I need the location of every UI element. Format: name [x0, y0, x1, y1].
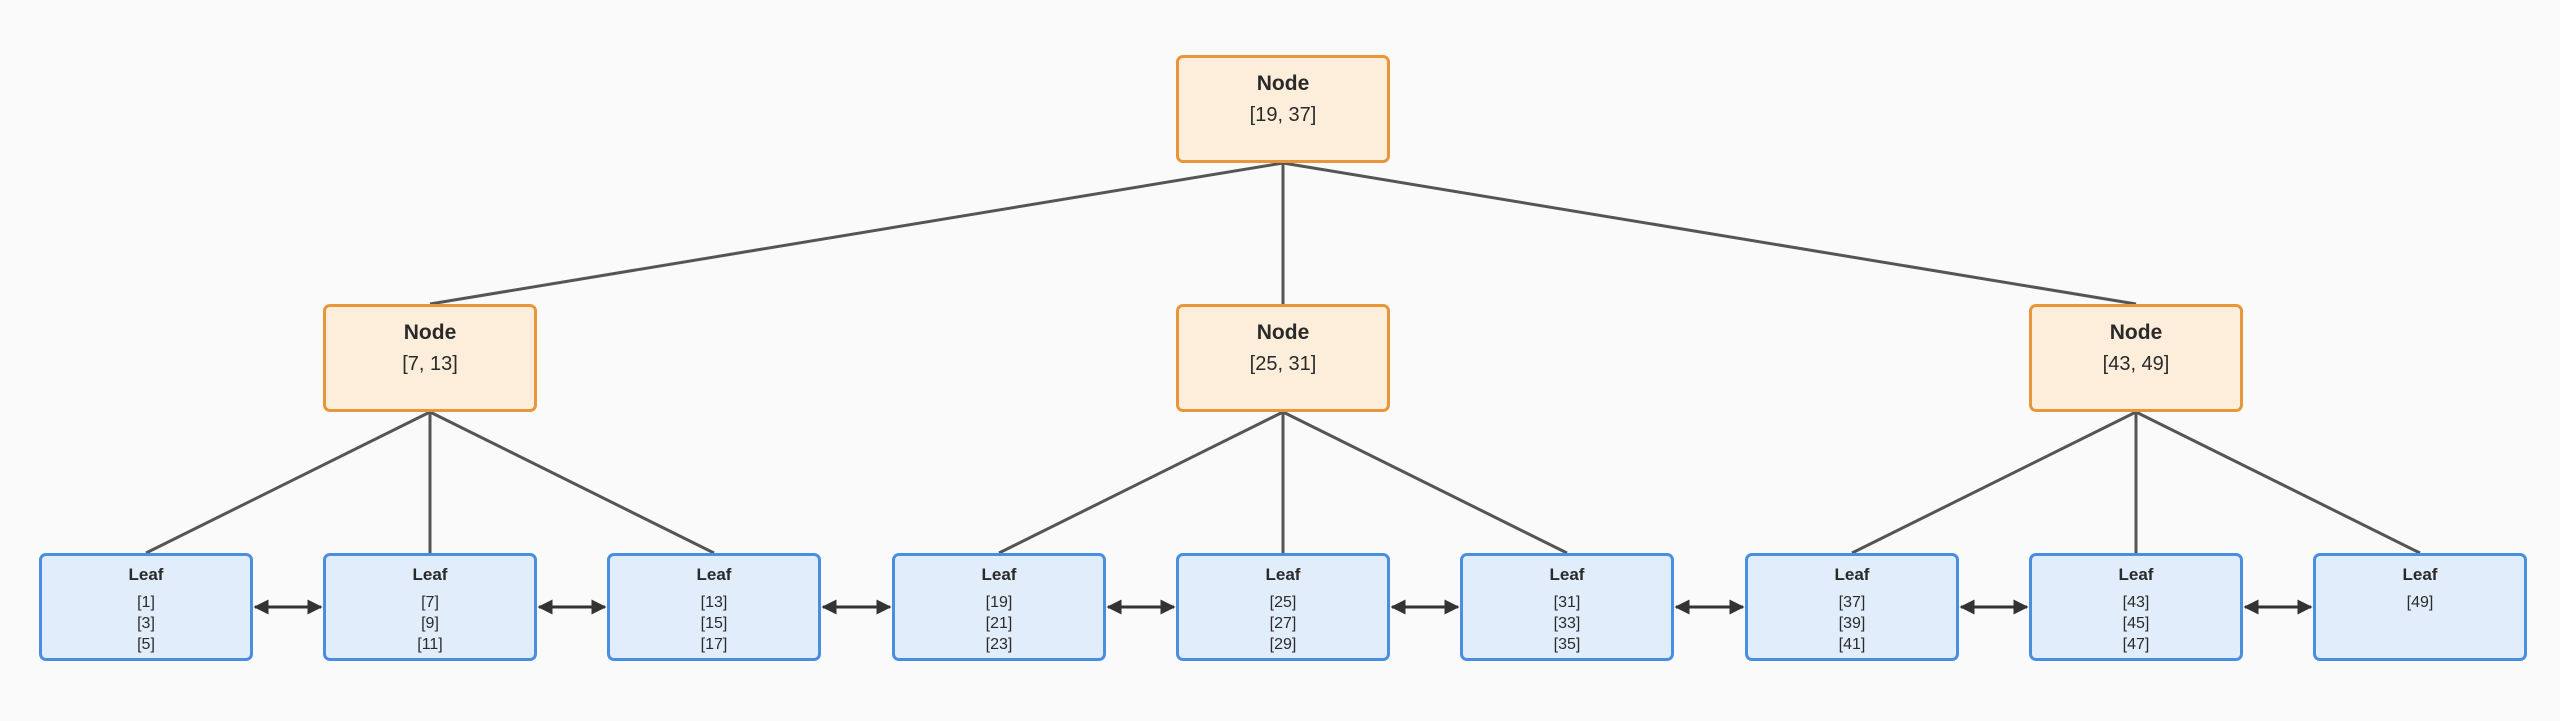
leaf-node-8: Leaf [43] [45] [47] [2029, 553, 2243, 661]
leaf-keys: [43] [45] [47] [2032, 592, 2240, 655]
leaf-key: [43] [2122, 594, 2150, 611]
leaf-key: [39] [1838, 615, 1866, 632]
internal-node-keys: [43, 49] [2102, 353, 2170, 375]
leaf-title: Leaf [2402, 565, 2438, 584]
leaf-keys: [13] [15] [17] [610, 592, 818, 655]
leaf-keys: [7] [9] [11] [326, 592, 534, 655]
leaf-key: [25] [1269, 594, 1297, 611]
leaf-node-2: Leaf [7] [9] [11] [323, 553, 537, 661]
leaf-title: Leaf [981, 565, 1017, 584]
internal-to-leaf-edge [998, 410, 1284, 555]
internal-node-3: Node [43, 49] [2029, 304, 2243, 412]
leaf-key: [1] [137, 594, 155, 611]
internal-to-leaf-edge [1282, 410, 1568, 555]
leaf-key: [3] [137, 615, 155, 632]
leaf-title: Leaf [1265, 565, 1301, 584]
root-node: Node [19, 37] [1176, 55, 1390, 163]
internal-node-title: Node [2109, 321, 2163, 344]
leaf-key: [49] [2406, 594, 2434, 611]
internal-to-leaf-edge [145, 410, 431, 555]
leaf-node-9: Leaf [49] [2313, 553, 2527, 661]
internal-to-leaf-edge [1851, 410, 2137, 555]
leaf-key: [13] [700, 594, 728, 611]
leaf-node-3: Leaf [13] [15] [17] [607, 553, 821, 661]
leaf-key: [31] [1553, 594, 1581, 611]
leaf-title: Leaf [1834, 565, 1870, 584]
root-to-internal-edge [429, 161, 1284, 306]
root-node-title: Node [1256, 72, 1310, 95]
leaf-keys: [25] [27] [29] [1179, 592, 1387, 655]
root-node-keys: [19, 37] [1249, 104, 1317, 126]
leaf-key: [41] [1838, 636, 1866, 653]
leaf-key: [47] [2122, 636, 2150, 653]
leaf-node-7: Leaf [37] [39] [41] [1745, 553, 1959, 661]
leaf-key: [35] [1553, 636, 1581, 653]
leaf-keys: [1] [3] [5] [42, 592, 250, 655]
leaf-title: Leaf [2118, 565, 2154, 584]
leaf-key: [15] [700, 615, 728, 632]
internal-node-keys: [7, 13] [402, 353, 458, 375]
leaf-key: [29] [1269, 636, 1297, 653]
leaf-key: [17] [700, 636, 728, 653]
leaf-key: [45] [2122, 615, 2150, 632]
leaf-key: [37] [1838, 594, 1866, 611]
internal-to-leaf-edge [2135, 410, 2421, 555]
leaf-keys: [19] [21] [23] [895, 592, 1103, 655]
internal-node-keys: [25, 31] [1249, 353, 1317, 375]
leaf-key: [23] [985, 636, 1013, 653]
internal-node-1: Node [7, 13] [323, 304, 537, 412]
leaf-node-1: Leaf [1] [3] [5] [39, 553, 253, 661]
internal-node-title: Node [1256, 321, 1310, 344]
leaf-title: Leaf [1549, 565, 1585, 584]
leaf-key: [9] [421, 615, 439, 632]
leaf-key: [19] [985, 594, 1013, 611]
leaf-key: [5] [137, 636, 155, 653]
leaf-keys: [37] [39] [41] [1748, 592, 1956, 655]
leaf-keys: [49] [2316, 592, 2524, 613]
leaf-node-6: Leaf [31] [33] [35] [1460, 553, 1674, 661]
leaf-title: Leaf [412, 565, 448, 584]
leaf-key: [7] [421, 594, 439, 611]
leaf-key: [33] [1553, 615, 1581, 632]
internal-node-title: Node [403, 321, 457, 344]
leaf-keys: [31] [33] [35] [1463, 592, 1671, 655]
leaf-key: [21] [985, 615, 1013, 632]
leaf-title: Leaf [696, 565, 732, 584]
root-to-internal-edge [1282, 161, 2137, 306]
internal-to-leaf-edge [429, 410, 715, 555]
leaf-node-5: Leaf [25] [27] [29] [1176, 553, 1390, 661]
leaf-key: [27] [1269, 615, 1297, 632]
leaf-title: Leaf [128, 565, 164, 584]
leaf-node-4: Leaf [19] [21] [23] [892, 553, 1106, 661]
leaf-key: [11] [417, 636, 443, 653]
internal-node-2: Node [25, 31] [1176, 304, 1390, 412]
